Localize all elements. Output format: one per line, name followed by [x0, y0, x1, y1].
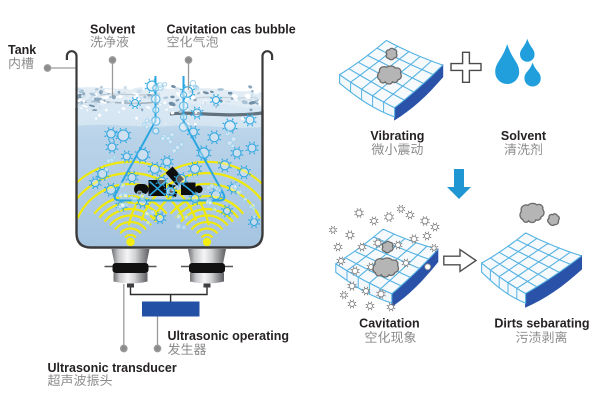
- svg-text:Tank: Tank: [8, 43, 36, 57]
- svg-text:Vibrating: Vibrating: [370, 129, 424, 143]
- svg-text:Ultrasonic transducer: Ultrasonic transducer: [48, 361, 177, 375]
- svg-text:Solvent: Solvent: [90, 23, 136, 37]
- svg-text:Cavitation cas bubble: Cavitation cas bubble: [167, 23, 296, 37]
- svg-text:Dirts sebarating: Dirts sebarating: [494, 316, 589, 330]
- svg-text:Ultrasonic operating: Ultrasonic operating: [168, 329, 290, 343]
- svg-text:Cavitation: Cavitation: [359, 316, 419, 330]
- svg-text:Solvent: Solvent: [501, 129, 547, 143]
